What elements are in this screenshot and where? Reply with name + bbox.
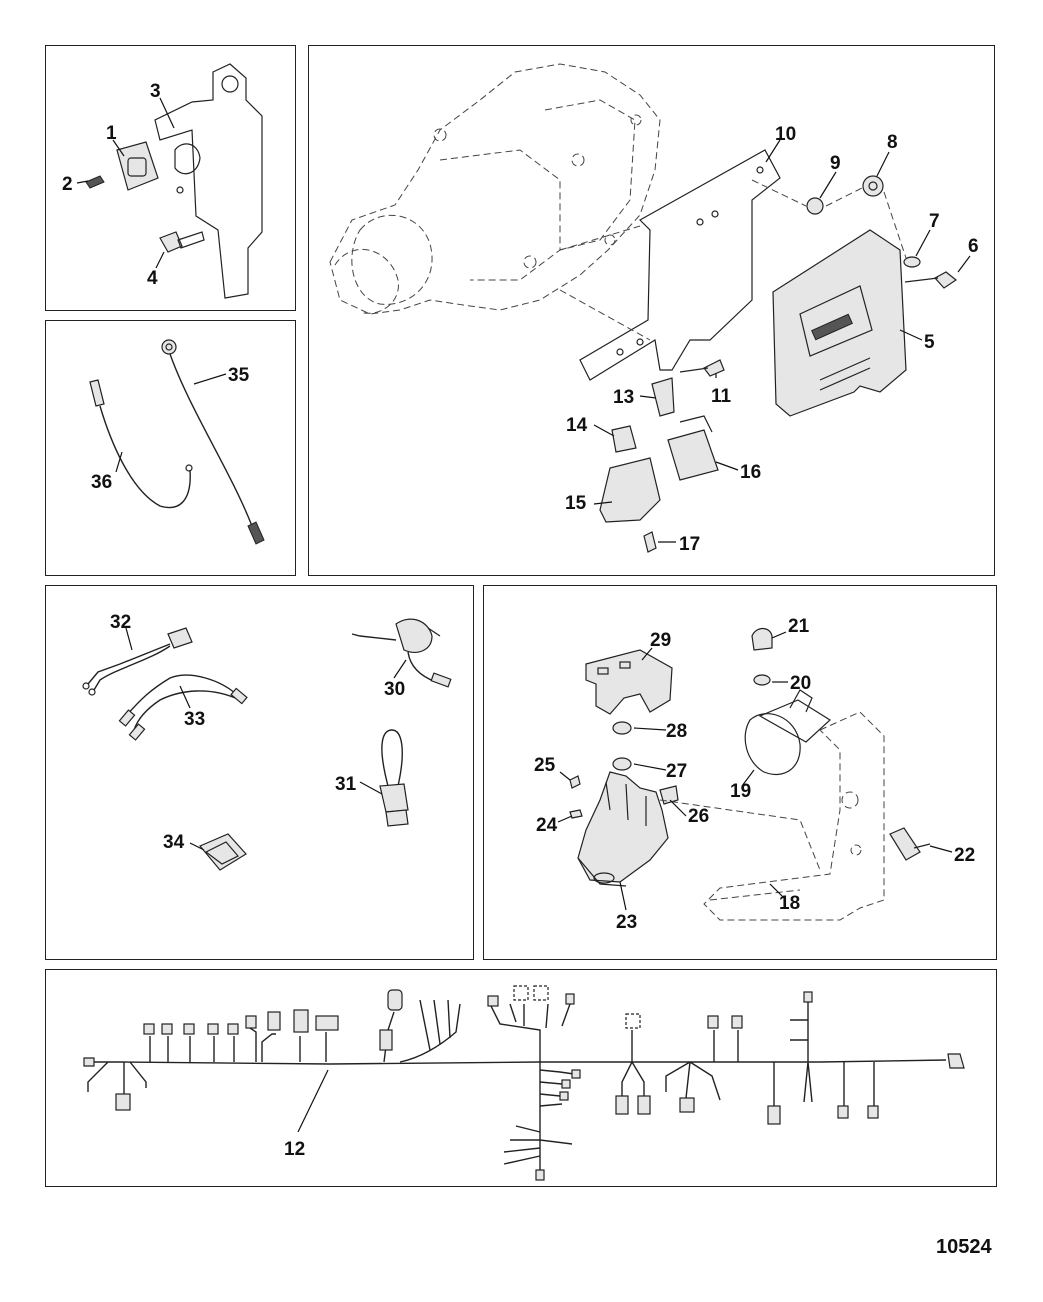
harness-leader [297, 1069, 329, 1133]
callout-7: 7 [929, 211, 940, 232]
callout-23: 23 [616, 912, 637, 933]
figure-number: 10524 [936, 1236, 992, 1258]
callout-16: 16 [740, 462, 761, 483]
harness-adapters-art [82, 618, 452, 871]
callout-34: 34 [163, 832, 185, 853]
callout-36: 36 [91, 472, 112, 493]
callout-25: 25 [534, 755, 556, 776]
callout-28: 28 [666, 721, 687, 742]
callout-13: 13 [613, 387, 634, 408]
callout-17: 17 [679, 534, 700, 555]
panel-harness-adapters [45, 585, 474, 960]
callout-27: 27 [666, 761, 687, 782]
callout-15: 15 [565, 493, 587, 514]
callout-26: 26 [688, 806, 709, 827]
callout-32: 32 [110, 612, 131, 633]
solenoid-art [569, 627, 931, 921]
callout-21: 21 [788, 616, 810, 637]
callout-8: 8 [887, 132, 898, 153]
callout-12: 12 [284, 1139, 305, 1160]
callout-1: 1 [106, 123, 117, 144]
callout-24: 24 [536, 815, 558, 836]
bracket-leaders [76, 97, 175, 269]
callout-2: 2 [62, 174, 73, 195]
sensors-art [89, 339, 265, 545]
callout-22: 22 [954, 845, 975, 866]
callout-33: 33 [184, 709, 205, 730]
sensors-leaders [115, 373, 227, 473]
callout-3: 3 [150, 81, 161, 102]
bracket-art [85, 63, 263, 299]
callout-19: 19 [730, 781, 751, 802]
ecm-module-art [679, 175, 958, 417]
relay-fuse-art [599, 377, 719, 553]
mounting-plate-art [559, 149, 781, 381]
callout-29: 29 [650, 630, 671, 651]
callout-31: 31 [335, 774, 357, 795]
callout-4: 4 [147, 268, 158, 289]
main-harness-art [83, 985, 965, 1181]
callout-30: 30 [384, 679, 405, 700]
solenoid-leaders [557, 631, 953, 911]
callout-20: 20 [790, 673, 811, 694]
callout-9: 9 [830, 153, 841, 174]
callout-14: 14 [566, 415, 588, 436]
harness-adapters-leaders [125, 627, 407, 851]
engine-outline-art [329, 63, 661, 315]
callout-10: 10 [775, 124, 796, 145]
callout-6: 6 [968, 236, 979, 257]
ecm-leaders [593, 139, 971, 543]
panel-bracket [45, 45, 296, 311]
callout-11: 11 [711, 386, 732, 407]
callout-5: 5 [924, 332, 935, 353]
callout-35: 35 [228, 365, 250, 386]
callout-18: 18 [779, 893, 800, 914]
panel-solenoid [483, 585, 997, 960]
